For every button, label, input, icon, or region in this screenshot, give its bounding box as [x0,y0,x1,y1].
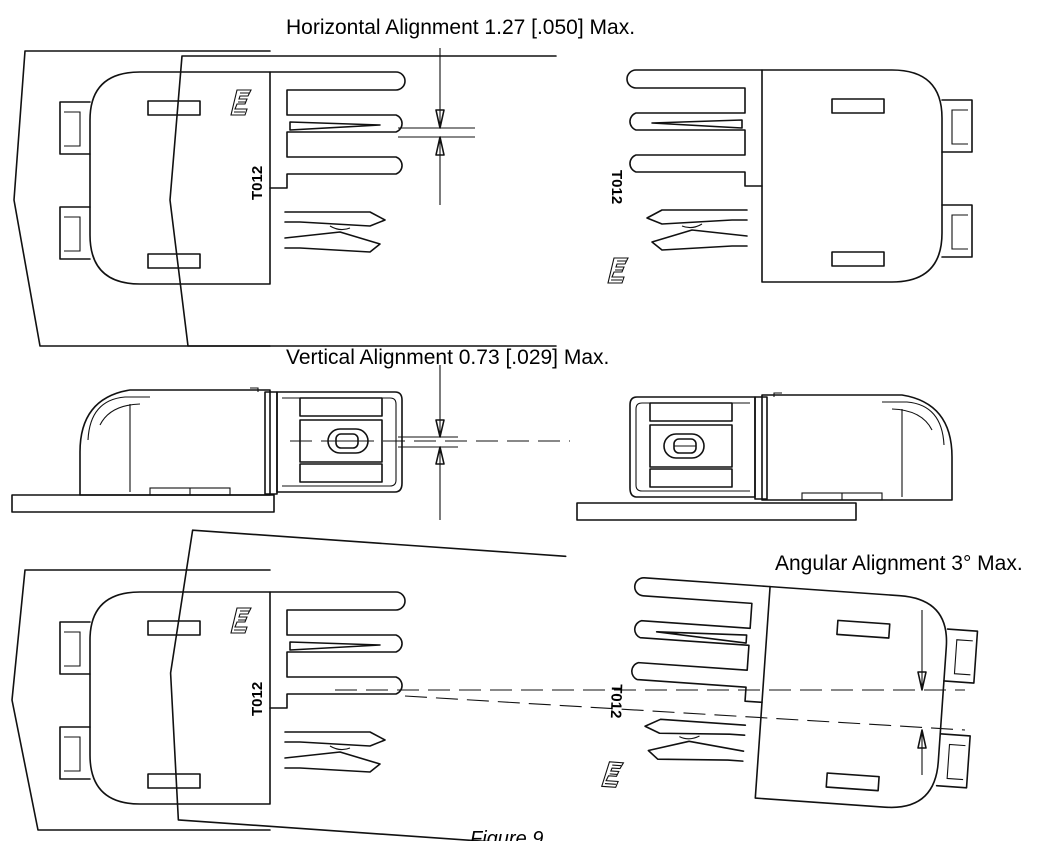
dimension-arrow-icon [917,671,927,691]
right-panel-board [169,55,557,347]
left-connector [59,71,406,285]
panel-angular-alignment: Angular Alignment 3° Max. [11,529,1023,841]
dimension-arrow-icon [917,729,927,749]
horizontal-alignment-label: Horizontal Alignment 1.27 [.050] Max. [286,16,635,39]
part-marking-left-3: T012 [249,682,266,716]
panel-horizontal-alignment: Horizontal Alignment 1.27 [.050] Max. [13,16,973,347]
figure-caption: Figure 9 [470,828,543,841]
dimension-arrow-icon [435,109,445,129]
right-side-connector [629,392,953,501]
right-connector [626,69,973,283]
left-panel-board-3 [11,569,271,831]
part-marking-right-1: T012 [608,170,625,204]
vertical-alignment-label: Vertical Alignment 0.73 [.029] Max. [286,346,609,369]
dimension-arrow-icon [435,419,445,438]
panel-vertical-alignment: Vertical Alignment 0.73 [.029] Max. [11,346,953,521]
right-panel-board-3 [169,529,567,841]
left-panel-board [13,50,271,347]
angular-alignment-label: Angular Alignment 3° Max. [775,552,1023,575]
dimension-arrow-icon [435,136,445,156]
part-marking-right-3: T012 [607,684,625,719]
left-side-board [11,494,275,513]
left-connector-3 [59,591,406,805]
right-side-board [576,502,857,521]
right-connector-3 [619,576,981,814]
part-marking-left-1: T012 [249,166,266,200]
dimension-arrow-icon [435,446,445,465]
